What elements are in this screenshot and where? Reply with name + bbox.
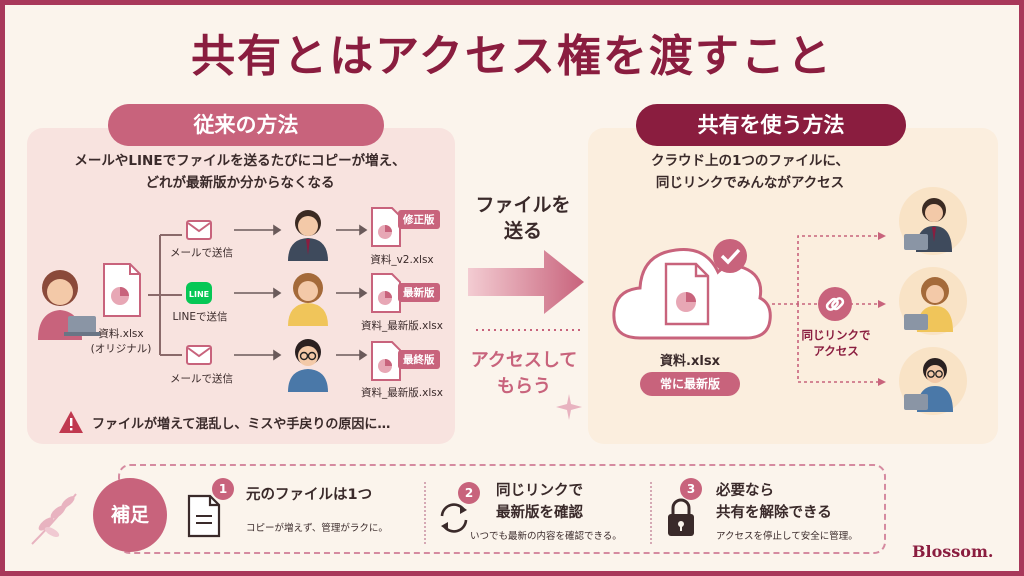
version-badge: 修正版 — [398, 210, 440, 229]
channel-arrows — [234, 224, 282, 361]
channel-label: LINEで送信 — [172, 311, 228, 323]
divider — [424, 482, 426, 544]
supplement-item-title: 元のファイルは1つ — [246, 487, 373, 503]
copied-file-name: 資料_v2.xlsx — [370, 254, 434, 266]
link-icon — [818, 287, 852, 321]
branch-connector — [148, 234, 182, 356]
divider — [650, 482, 652, 544]
dotted-divider — [476, 329, 580, 331]
version-badge: 最終版 — [398, 350, 440, 369]
sharing-description: クラウド上の1つのファイルに、 同じリンクでみんながアクセス — [651, 153, 849, 191]
leaf-decoration-icon — [31, 493, 77, 545]
shared-file-icon — [664, 262, 710, 326]
recipient-glasses-man-icon — [288, 339, 328, 392]
user-glasses-man-icon — [899, 347, 967, 415]
supplement-item-title: 同じリンクで 最新版を確認 — [496, 483, 583, 521]
sharing-method-pill: 共有を使う方法 — [636, 104, 906, 146]
link-arrows — [772, 232, 886, 386]
line-logo-text: LINE — [189, 290, 209, 299]
supplement-item-sub: アクセスを停止して安全に管理。 — [716, 531, 858, 542]
traditional-description: メールやLINEでファイルを送るたびにコピーが増え、 どれが最新版か分からなくな… — [74, 153, 406, 191]
send-file-label: ファイルを 送る — [475, 194, 571, 242]
lock-icon — [668, 498, 694, 536]
supplement-item-sub: いつでも最新の内容を確認できる。 — [470, 531, 622, 542]
send-arrow — [468, 250, 584, 314]
access-label: アクセスして もらう — [470, 350, 578, 397]
mail-icon — [186, 220, 212, 240]
sparkle-icon — [556, 394, 582, 420]
user-woman-icon — [899, 267, 967, 335]
supplement-item-title: 必要なら 共有を解除できる — [716, 483, 832, 521]
item-number: 2 — [458, 482, 480, 504]
item-number: 3 — [680, 478, 702, 500]
same-link-label: 同じリンクで アクセス — [801, 328, 871, 358]
supplement-label: 補足 — [93, 478, 167, 552]
copied-file-name: 資料_最新版.xlsx — [361, 320, 443, 332]
check-icon — [713, 239, 747, 273]
copied-file-icon — [371, 273, 401, 313]
mail-icon — [186, 345, 212, 365]
item-number: 1 — [212, 478, 234, 500]
traditional-method-pill: 従来の方法 — [108, 104, 384, 146]
original-file-note: (オリジナル) — [90, 343, 152, 355]
supplement-item-sub: コピーが増えず、管理がラクに。 — [246, 523, 388, 534]
always-latest-badge: 常に最新版 — [640, 372, 740, 396]
channel-label: メールで送信 — [170, 373, 233, 385]
warning-text: ファイルが増えて混乱し、ミスや手戻りの原因に… — [92, 417, 391, 432]
recipient-businessman-icon — [288, 210, 328, 261]
original-file-icon — [103, 263, 141, 317]
version-badge: 最新版 — [398, 283, 440, 302]
user-businessman-icon — [899, 187, 967, 255]
sender-person-icon — [38, 270, 100, 340]
channel-label: メールで送信 — [170, 247, 233, 259]
recipient-woman-icon — [288, 273, 328, 326]
shared-file-name: 資料.xlsx — [660, 354, 720, 369]
brand-logo: Blossom. — [912, 542, 994, 561]
document-icon — [187, 494, 221, 538]
file-arrows — [336, 224, 368, 361]
sync-icon — [440, 503, 468, 533]
page-title: 共有とはアクセス権を渡すこと — [191, 31, 833, 82]
copied-file-name: 資料_最新版.xlsx — [361, 387, 443, 399]
line-icon: LINE — [186, 282, 212, 304]
warning-icon — [59, 411, 83, 433]
copied-file-icon — [371, 207, 401, 247]
original-file-name: 資料.xlsx — [98, 328, 144, 340]
